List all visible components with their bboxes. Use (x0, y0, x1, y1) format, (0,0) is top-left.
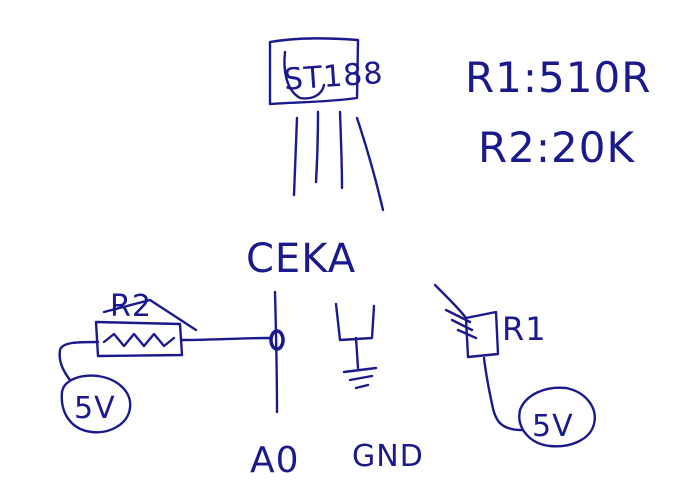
supply-left-label: 5V (74, 391, 116, 426)
sensor-lead-4 (355, 116, 385, 212)
a0-branch (269, 290, 285, 414)
value-r1: R1:510R (465, 53, 651, 102)
output-a0: A0 (250, 440, 300, 481)
wire-r2-to-junction (180, 336, 272, 342)
sensor-lens (283, 50, 326, 100)
sensor-lead-2 (314, 110, 320, 184)
output-gnd: GND (352, 439, 424, 474)
sensor-lead-3 (338, 110, 344, 190)
sensor-lead-1 (292, 116, 299, 197)
right-branch (433, 283, 596, 448)
supply-right-circle (518, 386, 596, 448)
junction-dot (269, 329, 285, 351)
sensor-body (268, 37, 360, 106)
wire-left-supply (58, 340, 100, 382)
supply-left-circle (60, 374, 132, 434)
resistor-r1-arrow (444, 308, 478, 340)
resistor-r1-label: R1 (502, 310, 547, 348)
resistor-r2-body (94, 320, 184, 358)
resistor-r1-body (464, 310, 500, 359)
sensor-st188 (268, 37, 360, 106)
value-r2: R2:20K (478, 123, 635, 172)
resistor-r2-label: R2 (110, 289, 152, 324)
left-branch (58, 298, 272, 434)
wire-to-r1 (433, 283, 468, 320)
a0-wire (273, 290, 279, 414)
gnd-branch (334, 302, 378, 390)
resistor-r2-arrow (102, 298, 198, 332)
resistor-r2-zigzag (102, 332, 176, 348)
wire-r1-to-supply (482, 356, 524, 432)
gnd-symbol (342, 366, 378, 390)
sensor-leads (292, 110, 385, 212)
supply-right-label: 5V (532, 409, 574, 444)
node-label: CEKA (246, 236, 356, 282)
sensor-label: ST188 (283, 56, 385, 98)
gnd-wire (334, 302, 376, 370)
